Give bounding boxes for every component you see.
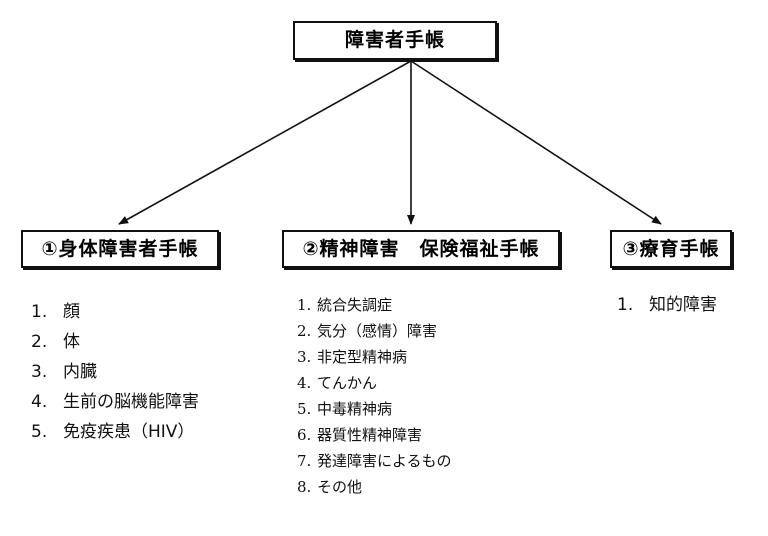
category-physical-disability-certificate: ①身体障害者手帳: [21, 230, 219, 268]
item-number: 5.: [297, 400, 312, 418]
item-text: 気分（感情）障害: [317, 322, 438, 340]
item-text: 生前の脳機能障害: [63, 392, 199, 412]
item-text: 発達障害によるもの: [317, 452, 452, 470]
category-mental-health-welfare-certificate: ②精神障害 保険福祉手帳: [282, 230, 560, 268]
category-label: ②精神障害 保険福祉手帳: [302, 237, 540, 260]
list-item: 1. 統合失調症: [297, 292, 452, 318]
item-text: 顔: [63, 302, 80, 322]
list-item: 6. 器質性精神障害: [297, 422, 452, 448]
category-rehabilitation-certificate: ③療育手帳: [610, 230, 732, 268]
item-number: 5.: [31, 422, 48, 442]
mental-disorder-list: 1. 統合失調症 2. 気分（感情）障害 3. 非定型精神病 4. てんかん 5. 中毒精…: [297, 292, 452, 500]
category-label: ①身体障害者手帳: [41, 237, 199, 260]
physical-disability-list: 1. 顔 2. 体 3. 内臓 4. 生前の脳機能障害 5. 免疫疾患（HIV）: [31, 297, 199, 447]
list-item: 3. 非定型精神病: [297, 344, 452, 370]
item-text: 中毒精神病: [317, 400, 393, 418]
item-text: てんかん: [317, 374, 378, 392]
item-number: 7.: [297, 452, 312, 470]
item-number: 3.: [31, 362, 48, 382]
list-item: 4. 生前の脳機能障害: [31, 387, 199, 417]
item-text: 免疫疾患（HIV）: [63, 422, 195, 442]
list-item: 5. 中毒精神病: [297, 396, 452, 422]
list-item: 2. 体: [31, 327, 199, 357]
root-node-disability-certificate: 障害者手帳: [293, 21, 497, 60]
item-text: 非定型精神病: [317, 348, 408, 366]
list-item: 8. その他: [297, 474, 452, 500]
item-text: 器質性精神障害: [317, 426, 423, 444]
item-number: 2.: [297, 322, 312, 340]
item-number: 4.: [297, 374, 312, 392]
item-text: 知的障害: [649, 295, 717, 315]
arrow-to-category-3: [410, 60, 662, 225]
item-number: 1.: [31, 302, 48, 322]
item-text: 内臓: [63, 362, 97, 382]
list-item: 7. 発達障害によるもの: [297, 448, 452, 474]
item-number: 2.: [31, 332, 48, 352]
item-number: 3.: [297, 348, 312, 366]
list-item: 1. 顔: [31, 297, 199, 327]
rehabilitation-list: 1. 知的障害: [617, 290, 717, 320]
item-text: その他: [317, 478, 363, 496]
list-item: 4. てんかん: [297, 370, 452, 396]
item-text: 体: [63, 332, 80, 352]
list-item: 2. 気分（感情）障害: [297, 318, 452, 344]
arrow-to-category-1: [118, 60, 412, 225]
item-number: 6.: [297, 426, 312, 444]
item-text: 統合失調症: [317, 296, 393, 314]
root-node-label: 障害者手帳: [344, 29, 445, 51]
list-item: 5. 免疫疾患（HIV）: [31, 417, 199, 447]
item-number: 4.: [31, 392, 48, 412]
item-number: 1.: [297, 296, 312, 314]
list-item: 1. 知的障害: [617, 290, 717, 320]
category-label: ③療育手帳: [622, 237, 720, 260]
list-item: 3. 内臓: [31, 357, 199, 387]
item-number: 1.: [617, 295, 634, 315]
item-number: 8.: [297, 478, 312, 496]
